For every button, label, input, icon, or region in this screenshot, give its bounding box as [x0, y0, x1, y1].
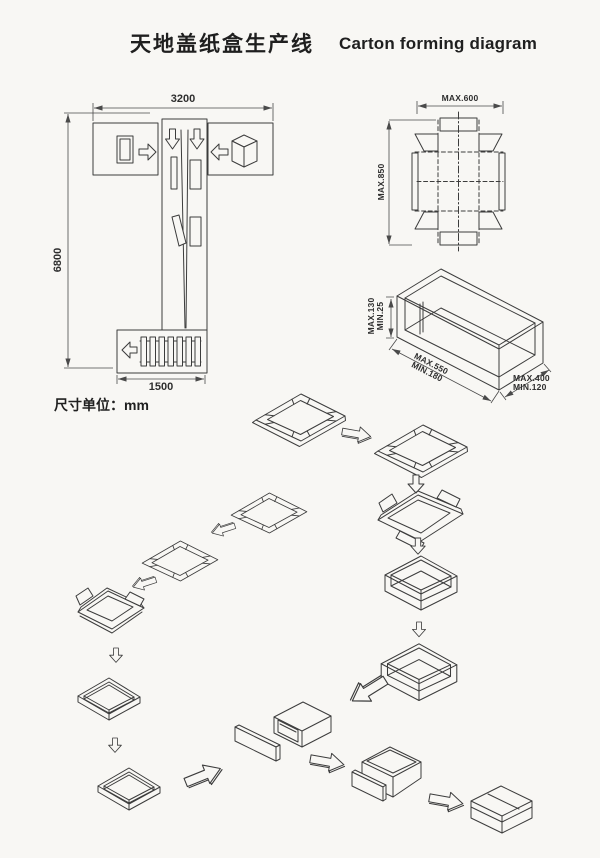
step-flat-blank-2	[375, 425, 468, 478]
flow-arrow-6	[308, 749, 347, 776]
step-lid-blank-1	[230, 492, 308, 534]
outfeed-left-arrow-icon	[121, 341, 138, 359]
page-title-zh: 天地盖纸盒生产线	[130, 33, 314, 56]
down-arrow-4	[109, 647, 123, 663]
step-deep-box-2	[380, 643, 458, 702]
dimension-max850	[386, 119, 436, 246]
flow-arrow-7	[427, 788, 466, 815]
page-title-en: Carton forming diagram	[339, 34, 538, 53]
box-height-min: MIN.25	[375, 301, 385, 331]
box-stack-icon	[231, 134, 258, 168]
step-lid-blank-2	[141, 540, 219, 582]
step-deep-box-1	[384, 555, 458, 611]
box-height-label: MAX.130 MIN.25	[366, 286, 385, 346]
blank-drawing	[386, 101, 506, 252]
step-folded-lid	[75, 587, 145, 634]
dimension-max600	[416, 101, 504, 114]
step-box-with-lid	[351, 746, 422, 802]
dimension-6800	[64, 112, 150, 369]
plan-length-label: 6800	[52, 247, 64, 273]
plan-width-label: 3200	[170, 93, 196, 105]
flow-arrow-4	[129, 572, 159, 594]
unit-note: 尺寸单位：mm	[54, 397, 149, 413]
blank-stack-icon	[116, 135, 134, 164]
blank-crease-lines	[414, 111, 504, 252]
dimension-box-width	[499, 363, 552, 401]
cartons-on-conveyor	[170, 156, 202, 247]
feed-right-arrow-icon	[138, 143, 157, 161]
box-width-min: MIN.120	[513, 382, 547, 392]
blank-width-label: MAX.600	[441, 93, 479, 103]
flow-arrow-3	[208, 518, 238, 540]
down-arrow-5	[108, 737, 122, 753]
flow-arrow-5	[181, 758, 227, 794]
conveyor-flow-down-arrows	[165, 128, 205, 150]
step-closed-box	[470, 785, 533, 834]
feed-left-arrow-icon	[210, 143, 229, 161]
step-open-sleeve	[273, 701, 332, 748]
plan-outfeed-label: 1500	[148, 381, 174, 393]
step-lid-panel	[234, 724, 281, 762]
dimension-box-length	[388, 338, 500, 404]
box-drawing	[386, 268, 552, 404]
dimension-1500	[116, 375, 206, 384]
box-width-label: MAX.400 MIN.120	[513, 374, 557, 392]
blank-height-label: MAX.850	[376, 163, 386, 201]
outfeed-roller-slats	[139, 336, 202, 367]
forming-flow	[75, 394, 533, 834]
dimension-box-height	[386, 296, 394, 339]
plan-view	[64, 103, 274, 384]
step-lid-tray-2	[97, 767, 161, 811]
dimension-3200	[92, 103, 274, 121]
step-lid-tray-1	[77, 677, 141, 721]
box-width-max: MAX.400	[513, 373, 550, 383]
flow-arrow-1	[340, 423, 374, 446]
step-flat-blank-1	[253, 394, 346, 447]
down-arrow-3	[412, 621, 426, 638]
